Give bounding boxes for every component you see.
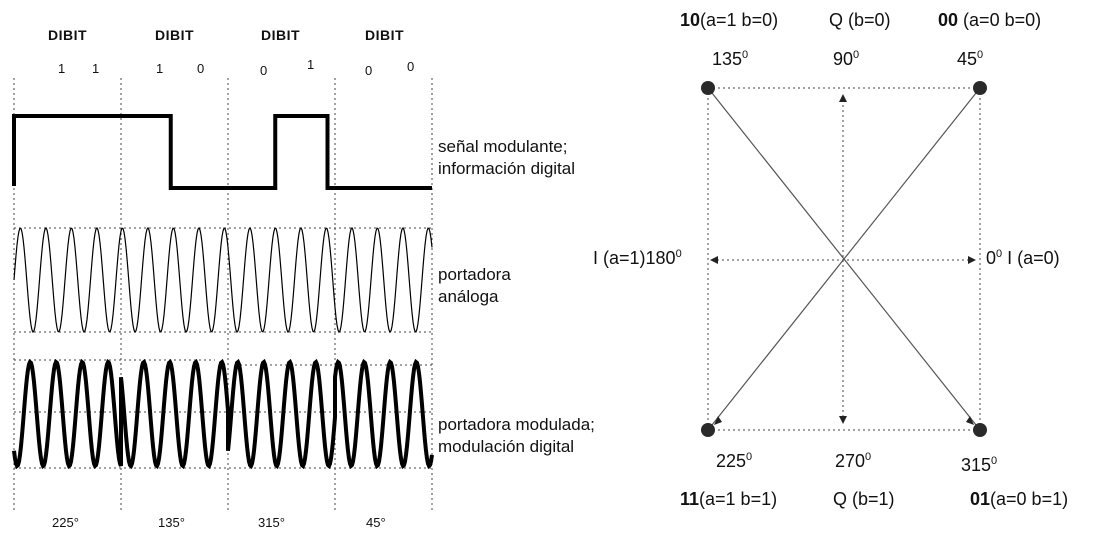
- dibit-2-title: DIBIT: [155, 27, 195, 43]
- point-01-label: 01(a=0 b=1): [970, 489, 1069, 509]
- analog-carrier-wave: [13, 226, 433, 334]
- arrow-right-0: [968, 256, 976, 264]
- modulated-carrier-label: portadora modulada; modulación digital: [438, 415, 595, 457]
- modulated-carrier-wave: [12, 358, 434, 470]
- arrow-down-270: [839, 416, 847, 424]
- dibit-1-bit-1: 1: [58, 61, 66, 76]
- angle-270-label: 2700: [835, 451, 872, 471]
- dibit-1-title: DIBIT: [48, 27, 88, 43]
- constellation-point-01: [973, 423, 987, 437]
- arrow-left-180: [710, 256, 718, 264]
- angle-90-label: 900: [833, 49, 860, 69]
- point-11-label: 11(a=1 b=1): [680, 489, 778, 509]
- dibit-3-bit-2: 1: [307, 57, 315, 72]
- phase-label-4: 45°: [366, 515, 386, 530]
- dibit-2-bit-1: 1: [156, 61, 164, 76]
- constellation-point-00: [973, 81, 987, 95]
- modulating-signal-label: señal modulante; información digital: [438, 137, 576, 179]
- angle-315-label: 3150: [961, 455, 998, 475]
- angle-225-label: 2250: [716, 451, 753, 471]
- angle-135-label: 1350: [712, 49, 749, 69]
- phase-label-3: 315°: [258, 515, 285, 530]
- angle-180-label: I (a=1)1800: [593, 248, 682, 268]
- timing-diagram: [12, 78, 434, 510]
- analog-carrier-label: portadora análoga: [438, 265, 511, 307]
- constellation-diagram: [701, 81, 987, 437]
- dibit-1-bit-2: 1: [92, 61, 100, 76]
- phase-label-1: 225°: [52, 515, 79, 530]
- point-00-label: 00 (a=0 b=0): [938, 10, 1042, 30]
- phase-label-2: 135°: [158, 515, 185, 530]
- arrow-up-90: [839, 94, 847, 102]
- constellation-point-11: [701, 423, 715, 437]
- arrow-315: [966, 416, 974, 425]
- q-b1-label: Q (b=1): [833, 489, 895, 509]
- q-b0-label: Q (b=0): [829, 10, 891, 30]
- constellation-point-10: [701, 81, 715, 95]
- dibit-2-bit-2: 0: [197, 61, 205, 76]
- point-10-label: 10(a=1 b=0): [680, 10, 779, 30]
- dibit-4-bit-1: 0: [365, 63, 373, 78]
- dibit-3-bit-1: 0: [260, 63, 268, 78]
- dibit-4-bit-2: 0: [407, 59, 415, 74]
- angle-0-label: 00 I (a=0): [986, 248, 1060, 268]
- modulating-signal: [12, 114, 432, 190]
- dibit-4-title: DIBIT: [365, 27, 405, 43]
- diagonal-45-225: [707, 87, 981, 431]
- angle-45-label: 450: [957, 49, 984, 69]
- arrow-225: [714, 416, 722, 425]
- dibit-3-title: DIBIT: [261, 27, 301, 43]
